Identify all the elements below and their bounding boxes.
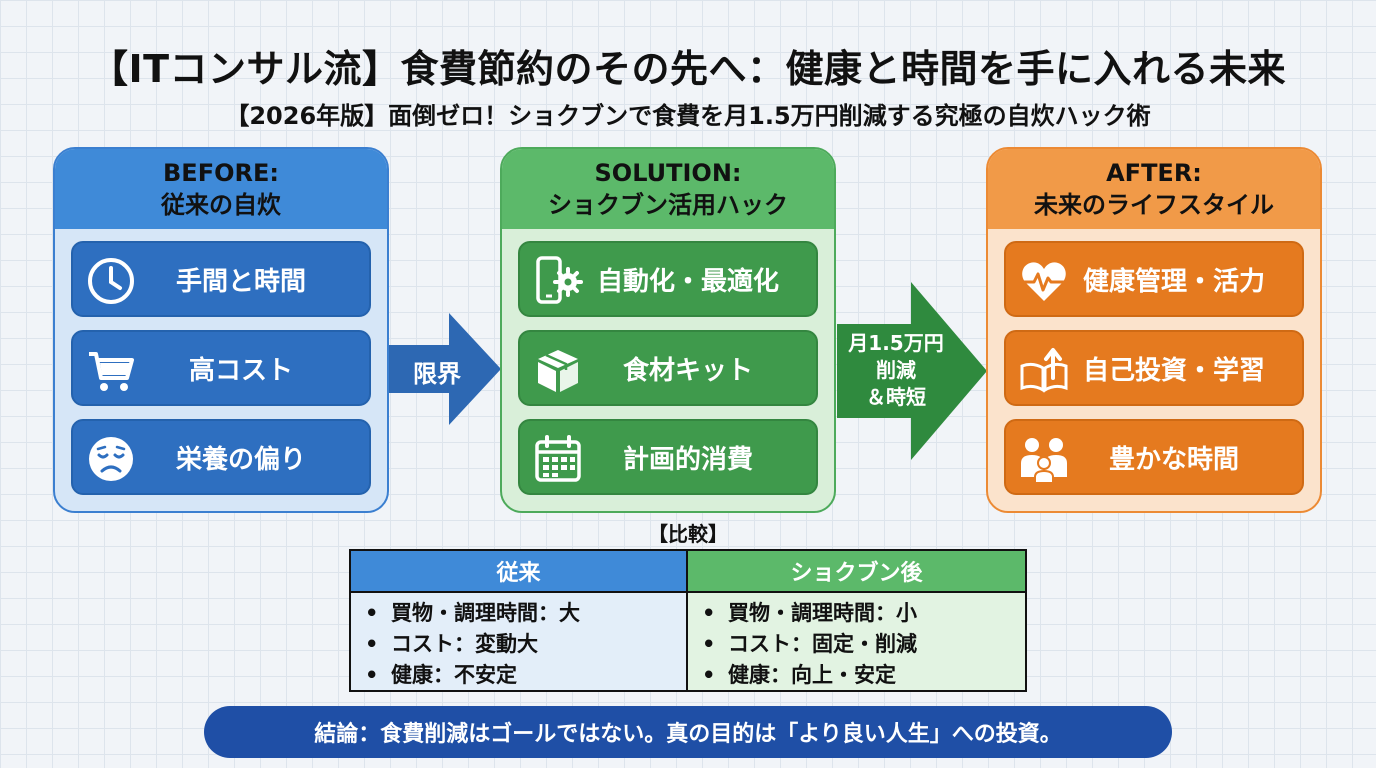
phone-gear-icon	[536, 256, 583, 304]
comparison-after-column: ショクブン後 • 買物・調理時間：小 • コスト：固定・削減 • 健康：向上・安定	[688, 551, 1025, 690]
savings-line2: 削減	[876, 358, 916, 382]
solution-heading-line2: ショクブン活用ハック	[548, 191, 788, 219]
sad-face-icon	[89, 437, 133, 481]
before-item-label: 手間と時間	[175, 266, 306, 297]
savings-arrow	[837, 282, 987, 460]
book-arrow-icon	[1020, 348, 1068, 393]
cart-icon	[89, 352, 134, 391]
comparison-before-item: 買物・調理時間：大	[391, 601, 580, 625]
before-heading: BEFORE: 従来の自炊	[55, 149, 387, 229]
limit-arrow-label: 限界	[413, 360, 461, 388]
comparison-title: 【比較】	[648, 522, 728, 546]
before-item-cost: 高コスト	[71, 330, 371, 406]
bullet: •	[702, 632, 716, 656]
before-item-label: 栄養の偏り	[175, 444, 306, 475]
bullet: •	[365, 663, 379, 687]
comparison-after-header: ショクブン後	[688, 551, 1025, 593]
after-item-label: 自己投資・学習	[1082, 355, 1265, 386]
bullet: •	[702, 663, 716, 687]
before-heading-line2: 従来の自炊	[161, 191, 281, 219]
comparison-before-item: コスト：変動大	[391, 632, 538, 656]
before-heading-line1: BEFORE:	[163, 159, 279, 187]
comparison-after-item: 健康：向上・安定	[728, 663, 896, 687]
solution-item-kit: 食材キット	[518, 330, 818, 406]
clock-icon	[88, 258, 134, 304]
conclusion-banner: 結論：食費削減はゴールではない。真の目的は「より良い人生」への投資。	[204, 706, 1172, 758]
after-item-time: 豊かな時間	[1004, 419, 1304, 495]
comparison-table: 従来 • 買物・調理時間：大 • コスト：変動大 • 健康：不安定 ショクブン後 • 買…	[349, 549, 1027, 692]
savings-arrow-label: 月1.5万円 削減 ＆時短	[838, 330, 954, 411]
after-heading-line1: AFTER:	[1106, 159, 1202, 187]
list-item: • コスト：変動大	[365, 629, 686, 660]
after-heading: AFTER: 未来のライフスタイル	[988, 149, 1320, 229]
solution-item-planning: 計画的消費	[518, 419, 818, 495]
page-title: 【ITコンサル流】食費節約のその先へ：健康と時間を手に入れる未来	[89, 47, 1287, 91]
list-item: • コスト：固定・削減	[702, 629, 1025, 660]
before-item-time: 手間と時間	[71, 241, 371, 317]
family-icon	[1021, 438, 1067, 484]
solution-panel: SOLUTION: ショクブン活用ハック 自動化・最適化	[500, 147, 836, 513]
after-item-investment: 自己投資・学習	[1004, 330, 1304, 406]
comparison-before-header: 従来	[351, 551, 686, 593]
bullet: •	[702, 601, 716, 625]
before-panel: BEFORE: 従来の自炊 手間と時間 高コスト	[53, 147, 389, 513]
list-item: • 買物・調理時間：大	[365, 598, 686, 629]
box-icon	[538, 350, 578, 392]
after-heading-line2: 未来のライフスタイル	[1034, 191, 1274, 219]
comparison-before-column: 従来 • 買物・調理時間：大 • コスト：変動大 • 健康：不安定	[351, 551, 688, 690]
solution-item-label: 計画的消費	[622, 444, 753, 475]
calendar-icon	[535, 435, 581, 482]
list-item: • 健康：向上・安定	[702, 660, 1025, 691]
before-item-label: 高コスト	[188, 355, 293, 386]
comparison-after-item: コスト：固定・削減	[728, 632, 917, 656]
solution-heading: SOLUTION: ショクブン活用ハック	[502, 149, 834, 229]
solution-item-label: 自動化・最適化	[596, 266, 779, 297]
savings-line3: ＆時短	[866, 385, 926, 409]
list-item: • 健康：不安定	[365, 660, 686, 691]
solution-item-automation: 自動化・最適化	[518, 241, 818, 317]
comparison-before-item: 健康：不安定	[391, 663, 517, 687]
after-item-label: 豊かな時間	[1108, 444, 1239, 475]
bullet: •	[365, 632, 379, 656]
bullet: •	[365, 601, 379, 625]
page-subtitle: 【2026年版】面倒ゼロ！ショクブンで食費を月1.5万円削減する究極の自炊ハック…	[225, 102, 1151, 130]
list-item: • 買物・調理時間：小	[702, 598, 1025, 629]
comparison-after-item: 買物・調理時間：小	[728, 601, 917, 625]
limit-arrow	[389, 313, 501, 425]
heart-pulse-icon	[1022, 262, 1066, 301]
before-item-nutrition: 栄養の偏り	[71, 419, 371, 495]
solution-item-label: 食材キット	[622, 355, 753, 386]
after-item-health: 健康管理・活力	[1004, 241, 1304, 317]
savings-line1: 月1.5万円	[848, 331, 944, 355]
after-panel: AFTER: 未来のライフスタイル 健康管理・活力 自己投資・学習	[986, 147, 1322, 513]
solution-heading-line1: SOLUTION:	[594, 159, 742, 187]
after-item-label: 健康管理・活力	[1082, 266, 1265, 297]
